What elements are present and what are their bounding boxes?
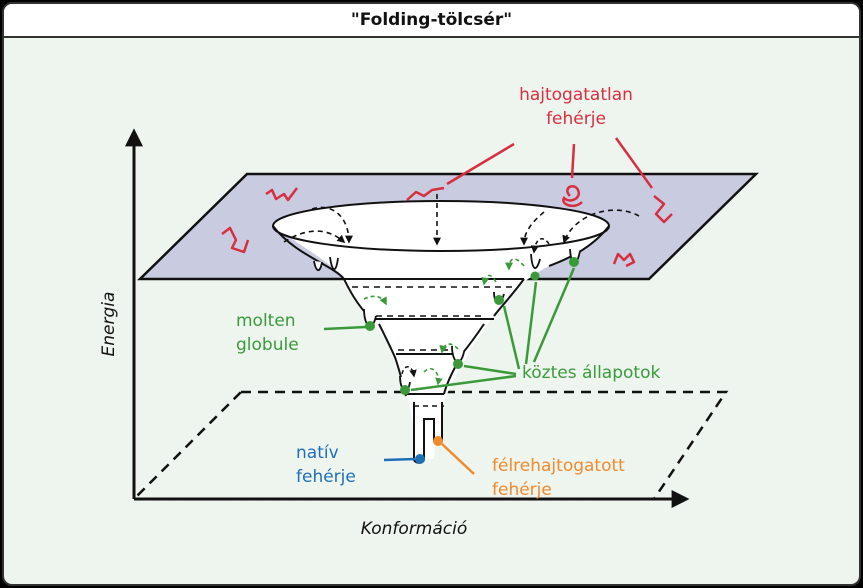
unfolded-protein-squiggle: [406, 186, 445, 201]
native-dot: [415, 454, 425, 464]
intermediate-dot: [494, 295, 504, 305]
intermediate-dot: [400, 385, 410, 395]
intermediate-dot: [569, 257, 579, 267]
misfolded-dot: [433, 436, 443, 446]
folding-funnel-diagram: Energia Konformáció hajtogatatlan fehérj…: [99, 85, 760, 539]
unfolded-protein-squiggle: [221, 226, 250, 254]
intermediate-leader-line: [532, 267, 576, 363]
molten-globule-dot: [365, 321, 375, 331]
x-axis-label: Konformáció: [361, 519, 468, 539]
misfolded-label-line2: fehérje: [492, 480, 552, 500]
native-label-line2: fehérje: [296, 467, 356, 487]
molten-label-line1: molten: [236, 311, 296, 331]
unfolded-label-line1: hajtogatatlan: [519, 85, 633, 105]
unfolded-protein-squiggle: [653, 195, 673, 224]
diagram-title: "Folding-tölcsér": [350, 10, 513, 30]
bottom-plane: [130, 390, 729, 501]
native-label-line1: natív: [296, 443, 339, 463]
molten-label-line2: globule: [236, 335, 299, 355]
intermediate-dot: [530, 271, 540, 281]
unfolded-protein-squiggle: [265, 187, 298, 202]
unfolded-leader-line: [614, 137, 654, 189]
unfolded-protein-squiggle: [612, 252, 636, 268]
misfolded-label-line1: félrehajtogatott: [492, 456, 625, 476]
funnel-rim: [272, 200, 610, 252]
intermediate-leader-line: [410, 374, 517, 392]
unfolded-label-line2: fehérje: [546, 109, 606, 129]
intermediates-label: köztes állapotok: [522, 363, 660, 383]
intermediate-leader-line: [524, 281, 538, 365]
y-axis-label: Energia: [99, 292, 119, 357]
native-leader-line: [383, 457, 416, 462]
title-bar: "Folding-tölcsér": [4, 4, 859, 38]
pocket-left-top: [313, 260, 323, 272]
intermediate-leader-line: [463, 364, 517, 376]
intermediate-leader-line: [502, 305, 521, 370]
misfolded-leader-line: [441, 443, 475, 475]
unfolded-protein-squiggle: [562, 185, 583, 208]
funnel-body: [274, 226, 609, 459]
molten-leader-line: [323, 325, 367, 331]
intermediate-dot: [453, 359, 463, 369]
unfolded-leader-line: [446, 142, 515, 186]
unfolded-leader-line: [570, 143, 576, 179]
